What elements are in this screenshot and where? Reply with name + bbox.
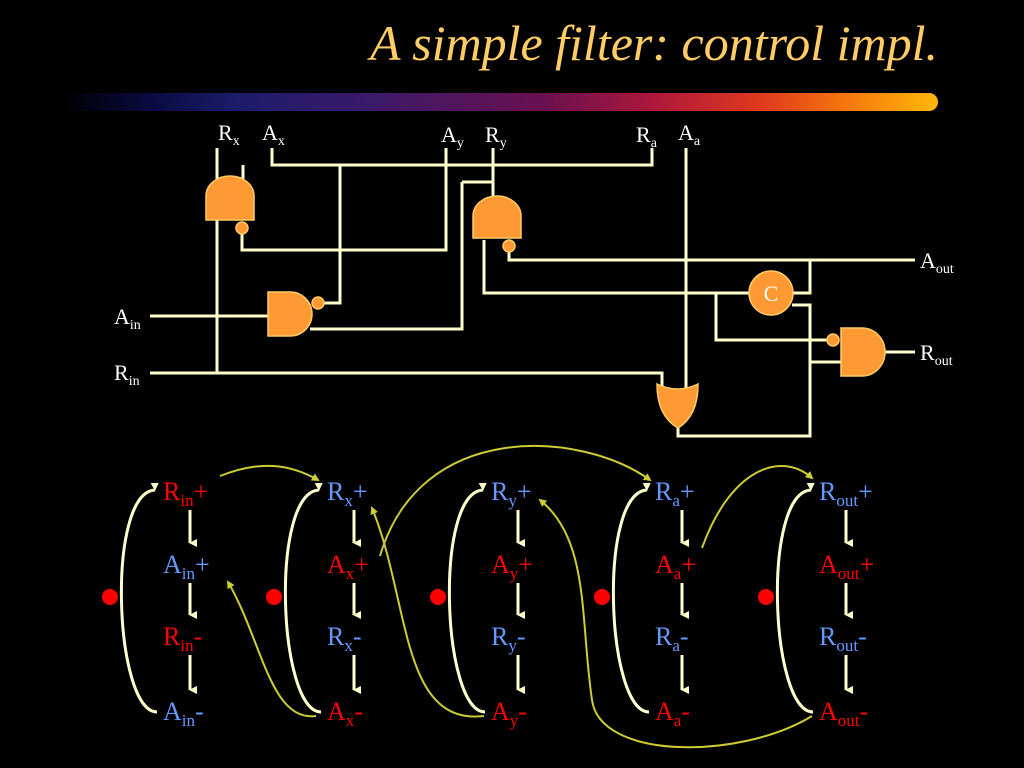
- arc-aa-rout: [701, 464, 814, 549]
- label-aout: Aout: [920, 248, 954, 277]
- wire-c-loop: [714, 293, 832, 342]
- circuit-labels: Rx Ax Ay Ry Ra Aa Ain Rin: [114, 120, 954, 389]
- wire-ax-bus: [270, 148, 654, 167]
- label-ax: Ax: [262, 120, 285, 149]
- title-gradient-bar: [62, 93, 938, 111]
- circuit-wires: [150, 148, 915, 438]
- and-gate-1: [205, 175, 255, 235]
- signal-transition-graph: Rin+ Ain+ Rin- Ain- Rx+ Ax+ Rx- Ax- Ry+ Ay+ Ry- Ay-…: [102, 444, 874, 749]
- or-gate: [656, 382, 699, 429]
- stg-event: Ax-: [327, 697, 363, 730]
- stg-cycle-arc: [612, 482, 651, 714]
- c-element-label: C: [764, 281, 779, 306]
- arc-aout-ry: [538, 498, 813, 749]
- label-ain: Ain: [114, 304, 141, 333]
- and-gate-4: [826, 327, 886, 377]
- stg-cycle-arc: [120, 482, 159, 714]
- label-rin: Rin: [114, 360, 140, 389]
- stg-event: Rx+: [327, 477, 368, 510]
- c-element: C: [748, 270, 794, 316]
- stg-event: Aout+: [819, 550, 874, 583]
- stg-column: Rin+ Ain+ Rin- Ain-: [102, 477, 210, 730]
- stg-column: Rx+ Ax+ Rx- Ax-: [266, 477, 369, 730]
- stg-event: Ax+: [327, 550, 369, 583]
- label-aa: Aa: [678, 120, 701, 149]
- label-ry: Ry: [485, 122, 507, 151]
- stg-event: Ry-: [491, 622, 526, 655]
- label-ra: Ra: [636, 122, 658, 151]
- wire-rin: [150, 371, 664, 392]
- stg-token: [758, 589, 774, 605]
- stg-token: [594, 589, 610, 605]
- stg-event: Ay+: [491, 550, 533, 583]
- arc-ax-ain: [226, 580, 317, 718]
- label-ay: Ay: [441, 122, 464, 151]
- stg-event: Rout+: [819, 477, 873, 510]
- stg-event: Rin-: [163, 622, 202, 655]
- stg-token: [266, 589, 282, 605]
- wire-c-out: [676, 303, 812, 438]
- stg-cycle-arc: [284, 482, 323, 714]
- and-gate-2: [267, 291, 325, 337]
- stg-cross-arcs: [219, 444, 814, 749]
- arc-ax-ra: [379, 444, 652, 557]
- label-rout: Rout: [920, 340, 953, 369]
- stg-column: Ra+ Aa+ Ra- Aa-: [594, 477, 696, 730]
- inverter-bubble: [235, 221, 249, 235]
- stg-event: Aa+: [655, 550, 696, 583]
- stg-event: Ain-: [163, 697, 204, 730]
- arc-ay-rx: [370, 506, 485, 718]
- stg-event: Aout-: [819, 697, 868, 730]
- stg-event: Ain+: [163, 550, 210, 583]
- stg-event: Aa-: [655, 697, 690, 730]
- and-gate-3: [472, 195, 522, 253]
- stg-columns: Rin+ Ain+ Rin- Ain- Rx+ Ax+ Rx- Ax- Ry+ Ay+ Ry- Ay-…: [102, 477, 874, 730]
- stg-token: [430, 589, 446, 605]
- stg-event: Ay-: [491, 697, 527, 730]
- wire-ry-gate2: [310, 182, 464, 331]
- stg-event: Rx-: [327, 622, 362, 655]
- stg-cycle-arc: [448, 482, 487, 714]
- arc-rin-rx: [219, 464, 320, 481]
- label-rx: Rx: [218, 120, 240, 149]
- wire-ry-c: [482, 240, 750, 295]
- wire-ax-gate2: [322, 165, 342, 305]
- stg-column: Ry+ Ay+ Ry- Ay-: [430, 477, 533, 730]
- stg-token: [102, 589, 118, 605]
- stg-event: Ra-: [655, 622, 689, 655]
- stg-event: Ry+: [491, 477, 532, 510]
- stg-event: Ra+: [655, 477, 695, 510]
- wire-gate1-out: [240, 148, 448, 252]
- wire-c-aout: [792, 260, 812, 295]
- slide-title: A simple filter: control impl.: [369, 15, 938, 71]
- stg-cycle-arc: [776, 482, 815, 714]
- stg-column: Rout+ Aout+ Rout- Aout-: [758, 477, 874, 730]
- inverter-bubble: [311, 296, 325, 310]
- stg-event: Rout-: [819, 622, 867, 655]
- inverter-bubble: [826, 333, 840, 347]
- circuit: C Rx Ax Ay Ry Ra A: [114, 120, 954, 438]
- inverter-bubble: [502, 239, 516, 253]
- wire-gate3-out: [507, 246, 915, 262]
- stg-event: Rin+: [163, 477, 208, 510]
